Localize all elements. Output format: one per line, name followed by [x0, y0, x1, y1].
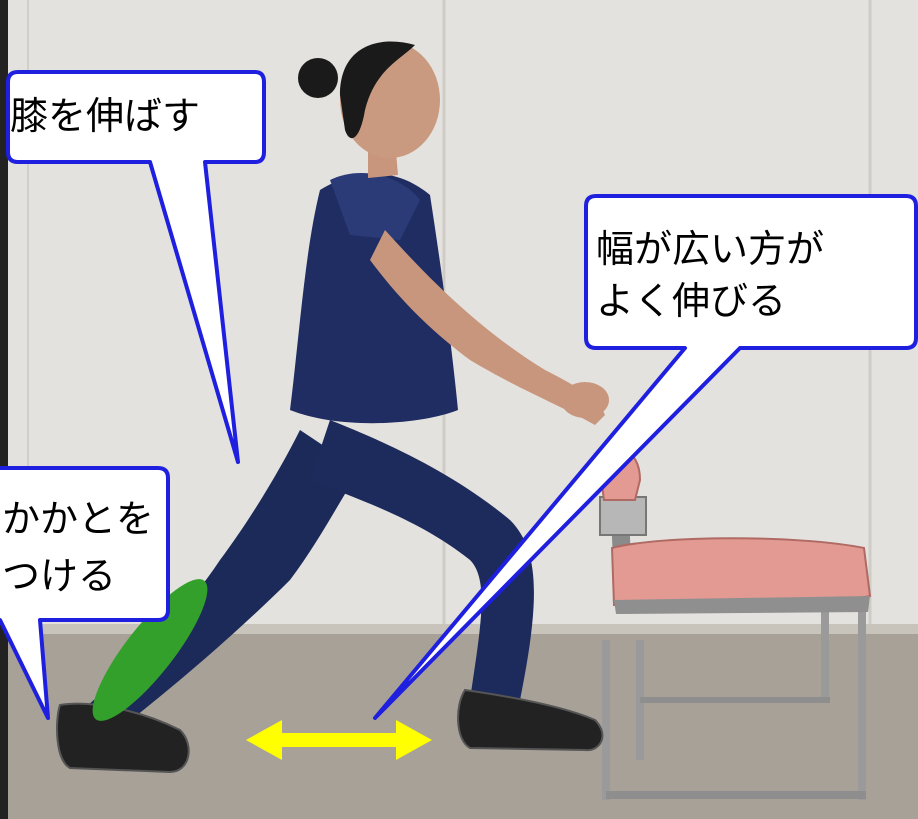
callout-width-line2: よく伸びる — [596, 279, 787, 323]
hair — [340, 41, 415, 139]
torso — [290, 173, 458, 424]
calf-highlight — [92, 579, 208, 721]
hands — [561, 382, 609, 418]
callout-heel-line1: かかとを — [2, 497, 155, 541]
front-leg — [310, 420, 534, 700]
arms — [370, 230, 605, 425]
chair-back-bracket — [599, 496, 647, 536]
callout-knee-bubble — [6, 70, 266, 464]
callout-heel-line2: つける — [2, 554, 117, 598]
frame-edge — [0, 0, 8, 819]
callout-width-line1: 幅が広い方が — [596, 227, 825, 271]
callout-knee-text: 膝を伸ばす — [10, 94, 201, 138]
stance-width-arrow — [246, 720, 432, 760]
front-shoe — [457, 688, 604, 752]
chair — [598, 449, 872, 800]
hair-bun — [298, 58, 338, 98]
callout-heel-bubble — [0, 466, 170, 720]
callout-width-bubble — [373, 194, 918, 720]
